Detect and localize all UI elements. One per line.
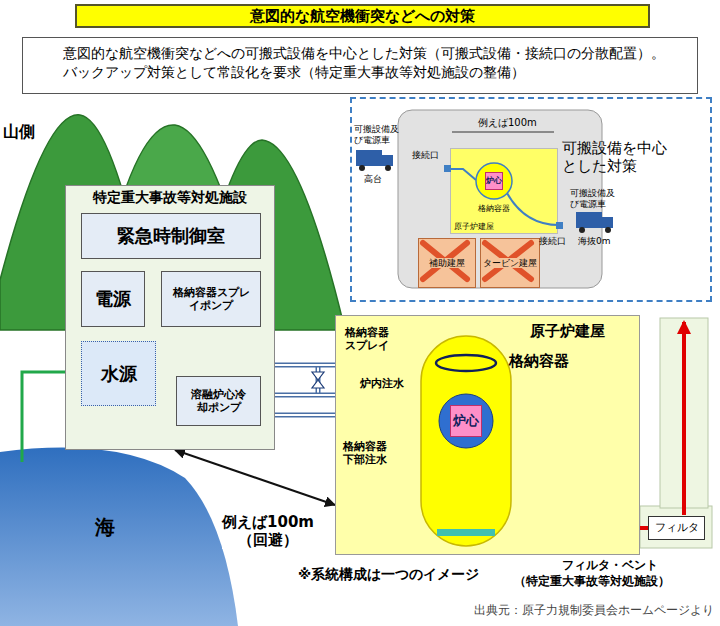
text-label: 接続口: [539, 236, 566, 247]
building-box: タービン建屋: [480, 238, 540, 288]
water-source-box: 水源: [81, 341, 156, 406]
node-label: 原子炉建屋: [454, 222, 494, 232]
text-label: 可搬設備及び電源車: [354, 124, 402, 146]
node-label: 格納容器: [509, 352, 569, 370]
process-box: 電源: [81, 271, 145, 327]
node-label: 電源: [95, 288, 131, 310]
node-label: 原子炉建屋: [530, 322, 605, 340]
text-label: 高台: [364, 174, 382, 185]
vent-arrow: [682, 322, 686, 515]
containment-circle: 格納容器炉心: [472, 161, 516, 215]
title-bar: 意図的な航空機衝突などへの対策: [75, 4, 650, 28]
node-label: 水源: [101, 363, 137, 385]
text-label: （特定重大事故等対処施設）: [514, 574, 670, 588]
core-box: 炉心: [485, 172, 503, 190]
sea: [0, 448, 238, 626]
valve-symbol: [312, 372, 324, 388]
connection-line: [507, 193, 559, 225]
title: 意図的な航空機衝突などへの対策: [250, 7, 475, 25]
connection-port: [444, 165, 451, 172]
edge-label: 格納容器下部注水: [343, 440, 391, 466]
text-label: 山側: [3, 122, 35, 141]
building-box: 補助建屋: [418, 238, 476, 288]
spray-ring: [436, 355, 496, 371]
containment-vessel: 格納容器炉心: [421, 336, 511, 546]
text-label: 出典元：原子力規制委員会ホームページより: [474, 604, 714, 618]
text-label: 海: [95, 515, 115, 539]
connection-port: [556, 222, 563, 229]
filter-box: フィルタ: [648, 516, 705, 540]
node-label: 格納容器: [472, 204, 516, 214]
node-label: 炉心: [453, 413, 479, 429]
node-label: 溶融炉心冷却ポンプ: [189, 388, 248, 414]
node-outline: [421, 336, 511, 546]
node-label: 格納容器スプレイポンプ: [170, 286, 252, 312]
core-box: 炉心: [450, 405, 482, 437]
process-box: 緊急時制御室: [81, 213, 261, 259]
edge-label: 例えば100m （回避）: [222, 513, 314, 549]
text-label: 海抜0m: [578, 236, 611, 247]
node-body: バックアップ対策として常設化を要求（特定重大事故等対処施設の整備）: [63, 64, 687, 80]
connector: [175, 450, 335, 505]
edge-label: 格納容器スプレイ: [345, 326, 393, 352]
node-label: 特定重大事故等対処施設: [66, 189, 274, 206]
containment-outline: [421, 336, 511, 546]
cross-mark: [423, 243, 467, 279]
text-label: 可搬設備及び電源車: [570, 188, 618, 210]
building-box: 原子炉建屋 格納容器 炉心: [450, 148, 558, 234]
distance-line: [452, 132, 554, 133]
connection-line: [447, 169, 476, 180]
reactor-vessel: [439, 394, 493, 448]
pump-box: 溶融炉心冷却ポンプ: [176, 376, 261, 426]
node-label: 可搬設備を中心とした対策: [562, 139, 674, 175]
node-label: 補助建屋: [428, 258, 466, 269]
water-layer: [437, 529, 495, 536]
node-label: 炉心: [486, 176, 502, 186]
facility-box: 特定重大事故等対処施設緊急時制御室電源 格納容器スプレイポンプ水源溶融炉心冷却ポン…: [65, 185, 275, 450]
connector-line: [175, 450, 335, 505]
node-label: タービン建屋: [482, 258, 538, 269]
node-label: フィルタ: [655, 521, 699, 534]
truck-icon: [576, 212, 613, 233]
text-label: 接続口: [412, 150, 439, 161]
text-label: ※系統構成は一つのイメージ: [298, 566, 479, 582]
text-label: 例えば100m: [478, 117, 537, 129]
node-label: 緊急時制御室: [117, 225, 225, 247]
containment-outline: [476, 163, 512, 199]
truck-icon: [356, 150, 393, 171]
text-label: フィルタ・ベント: [562, 558, 658, 572]
pump-box: 格納容器スプレイポンプ: [161, 271, 261, 327]
node-label: 意図的な航空機衝突などへの可搬式設備を中心とした対策（可搬式設備・接続口の分散配…: [63, 45, 687, 61]
edge-label: 炉内注水: [360, 377, 404, 390]
bullet-box: 意図的な航空機衝突などへの可搬式設備を中心とした対策（可搬式設備・接続口の分散配…: [22, 37, 698, 94]
vent-base: [640, 506, 712, 548]
